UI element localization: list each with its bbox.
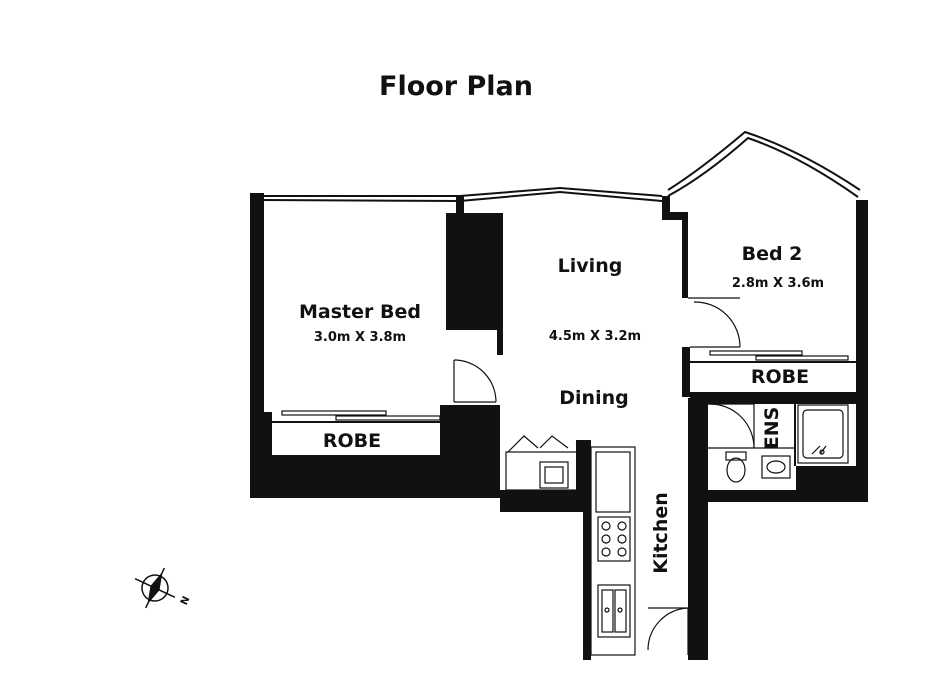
robe-bed2-label: ROBE	[751, 366, 809, 388]
kitchen-label: Kitchen	[650, 492, 672, 574]
pantry-doors	[505, 435, 579, 491]
basin-icon	[761, 455, 791, 479]
robe-master-label: ROBE	[323, 430, 381, 452]
compass-north-label: N	[179, 595, 193, 607]
dining-label: Dining	[559, 387, 628, 409]
master-bed-size: 3.0m X 3.8m	[314, 330, 406, 345]
bed2-door	[688, 297, 741, 348]
ensuite-fixtures	[794, 404, 849, 466]
balcony-window-line	[261, 130, 861, 203]
kitchen-walls	[576, 398, 858, 660]
bed2-walls	[662, 196, 868, 502]
bed2-label: Bed 2	[742, 243, 803, 265]
ensuite-door	[708, 403, 795, 449]
ensuite-label: ENS	[761, 407, 783, 450]
bed2-size: 2.8m X 3.6m	[732, 276, 824, 291]
master-bed-walls	[250, 193, 585, 512]
kitchen-bench	[590, 446, 636, 656]
compass-icon	[134, 567, 176, 609]
cooktop-icon	[597, 516, 631, 562]
toilet-icon	[725, 451, 747, 483]
bed2-robe-doors	[690, 350, 856, 363]
living-label: Living	[558, 255, 623, 277]
living-size: 4.5m X 3.2m	[549, 329, 641, 344]
master-robe-doors	[272, 410, 446, 423]
kitchen-door	[647, 607, 689, 655]
sink-icon	[597, 584, 631, 638]
master-bed-label: Master Bed	[299, 301, 421, 323]
plan-title: Floor Plan	[379, 71, 533, 102]
master-bed-door	[453, 359, 497, 403]
